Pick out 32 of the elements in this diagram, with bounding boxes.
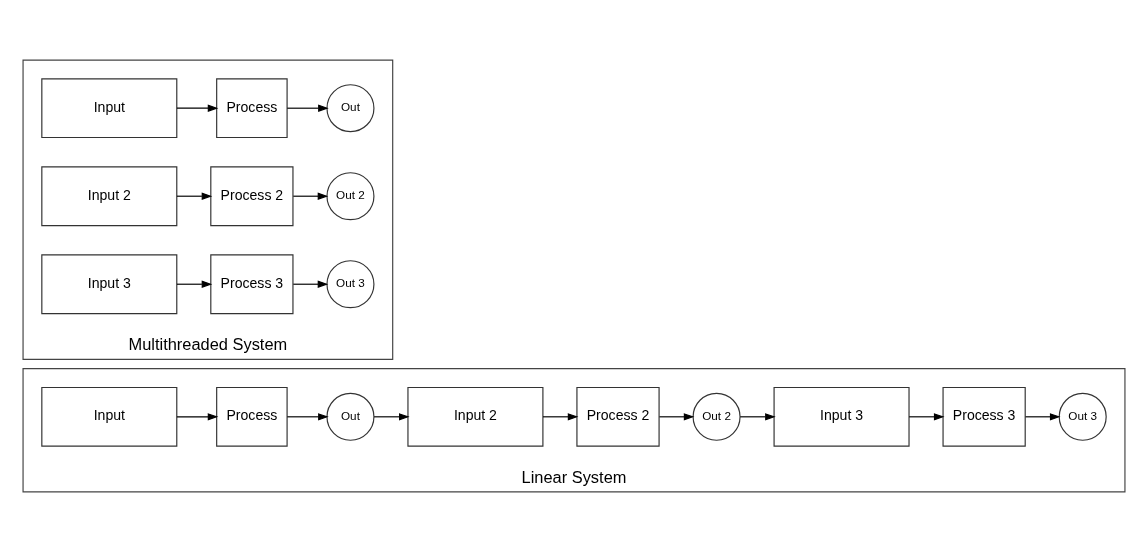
arrow bbox=[292, 280, 329, 288]
node-box: Input bbox=[41, 386, 178, 447]
node-circle: Out 2 bbox=[326, 172, 375, 221]
node-box: Process 3 bbox=[210, 254, 294, 315]
node-box: Process 2 bbox=[576, 386, 660, 447]
node-circle: Out bbox=[326, 392, 375, 441]
arrow bbox=[286, 104, 329, 112]
arrow bbox=[286, 413, 329, 421]
node-box: Process 3 bbox=[942, 386, 1026, 447]
arrow bbox=[176, 280, 213, 288]
node-box: Process bbox=[216, 78, 288, 139]
node-circle: Out 3 bbox=[326, 260, 375, 309]
node-box: Input 2 bbox=[407, 386, 544, 447]
arrow bbox=[176, 192, 213, 200]
arrow bbox=[739, 413, 776, 421]
arrow bbox=[908, 413, 945, 421]
node-circle: Out 2 bbox=[692, 392, 741, 441]
node-box: Input 2 bbox=[41, 166, 178, 227]
arrow bbox=[542, 413, 579, 421]
arrow bbox=[658, 413, 695, 421]
arrow bbox=[373, 413, 410, 421]
node-circle: Out 3 bbox=[1058, 392, 1107, 441]
node-box: Input 3 bbox=[41, 254, 178, 315]
arrow bbox=[1024, 413, 1061, 421]
arrow bbox=[176, 413, 219, 421]
arrow bbox=[292, 192, 329, 200]
node-box: Process 2 bbox=[210, 166, 294, 227]
node-box: Input bbox=[41, 78, 178, 139]
arrow bbox=[176, 104, 219, 112]
node-box: Process bbox=[216, 386, 288, 447]
node-circle: Out bbox=[326, 84, 375, 133]
node-box: Input 3 bbox=[773, 386, 910, 447]
